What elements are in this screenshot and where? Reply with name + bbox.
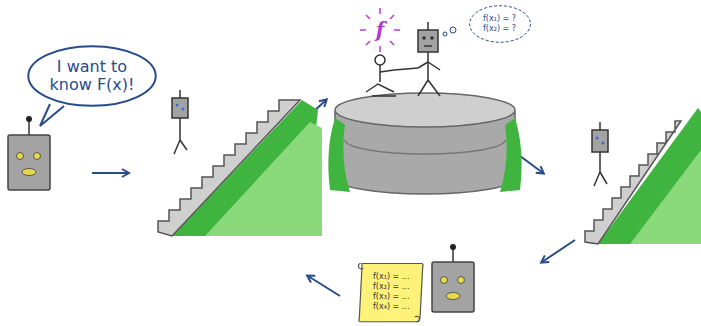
staircase (158, 100, 322, 236)
node-text: f(x₂) = ... (373, 282, 409, 292)
node-text: f(x₃) = ... (373, 292, 409, 302)
speech-bubble: I want to know F(x)! (27, 45, 157, 107)
robot (8, 116, 50, 190)
robot (432, 244, 474, 312)
thought-bubble: f(x₁) = ?f(x₂) = ? (469, 5, 531, 43)
thought-dots (443, 27, 456, 36)
oracle-figure (366, 55, 396, 96)
bubble-tail (40, 104, 64, 126)
node-text: f(x₂) = ? (483, 24, 516, 34)
node-text: I want to know F(x)! (43, 58, 141, 95)
robot (418, 22, 440, 96)
staircase (585, 108, 701, 244)
node-text: f(x₁) = ... (373, 272, 409, 282)
climbing-robot (172, 90, 188, 154)
node-text: f(x₁) = ? (483, 14, 516, 24)
descending-robot (592, 122, 608, 186)
flow-arrow (92, 100, 575, 296)
oracle-symbol: f (376, 20, 385, 40)
node-text: f(x₄) = ... (373, 302, 409, 312)
platform (328, 93, 521, 194)
result-scroll: f(x₁) = ...f(x₂) = ...f(x₃) = ...f(x₄) =… (358, 261, 424, 323)
glow-rays (360, 8, 400, 52)
table-line (394, 68, 418, 70)
